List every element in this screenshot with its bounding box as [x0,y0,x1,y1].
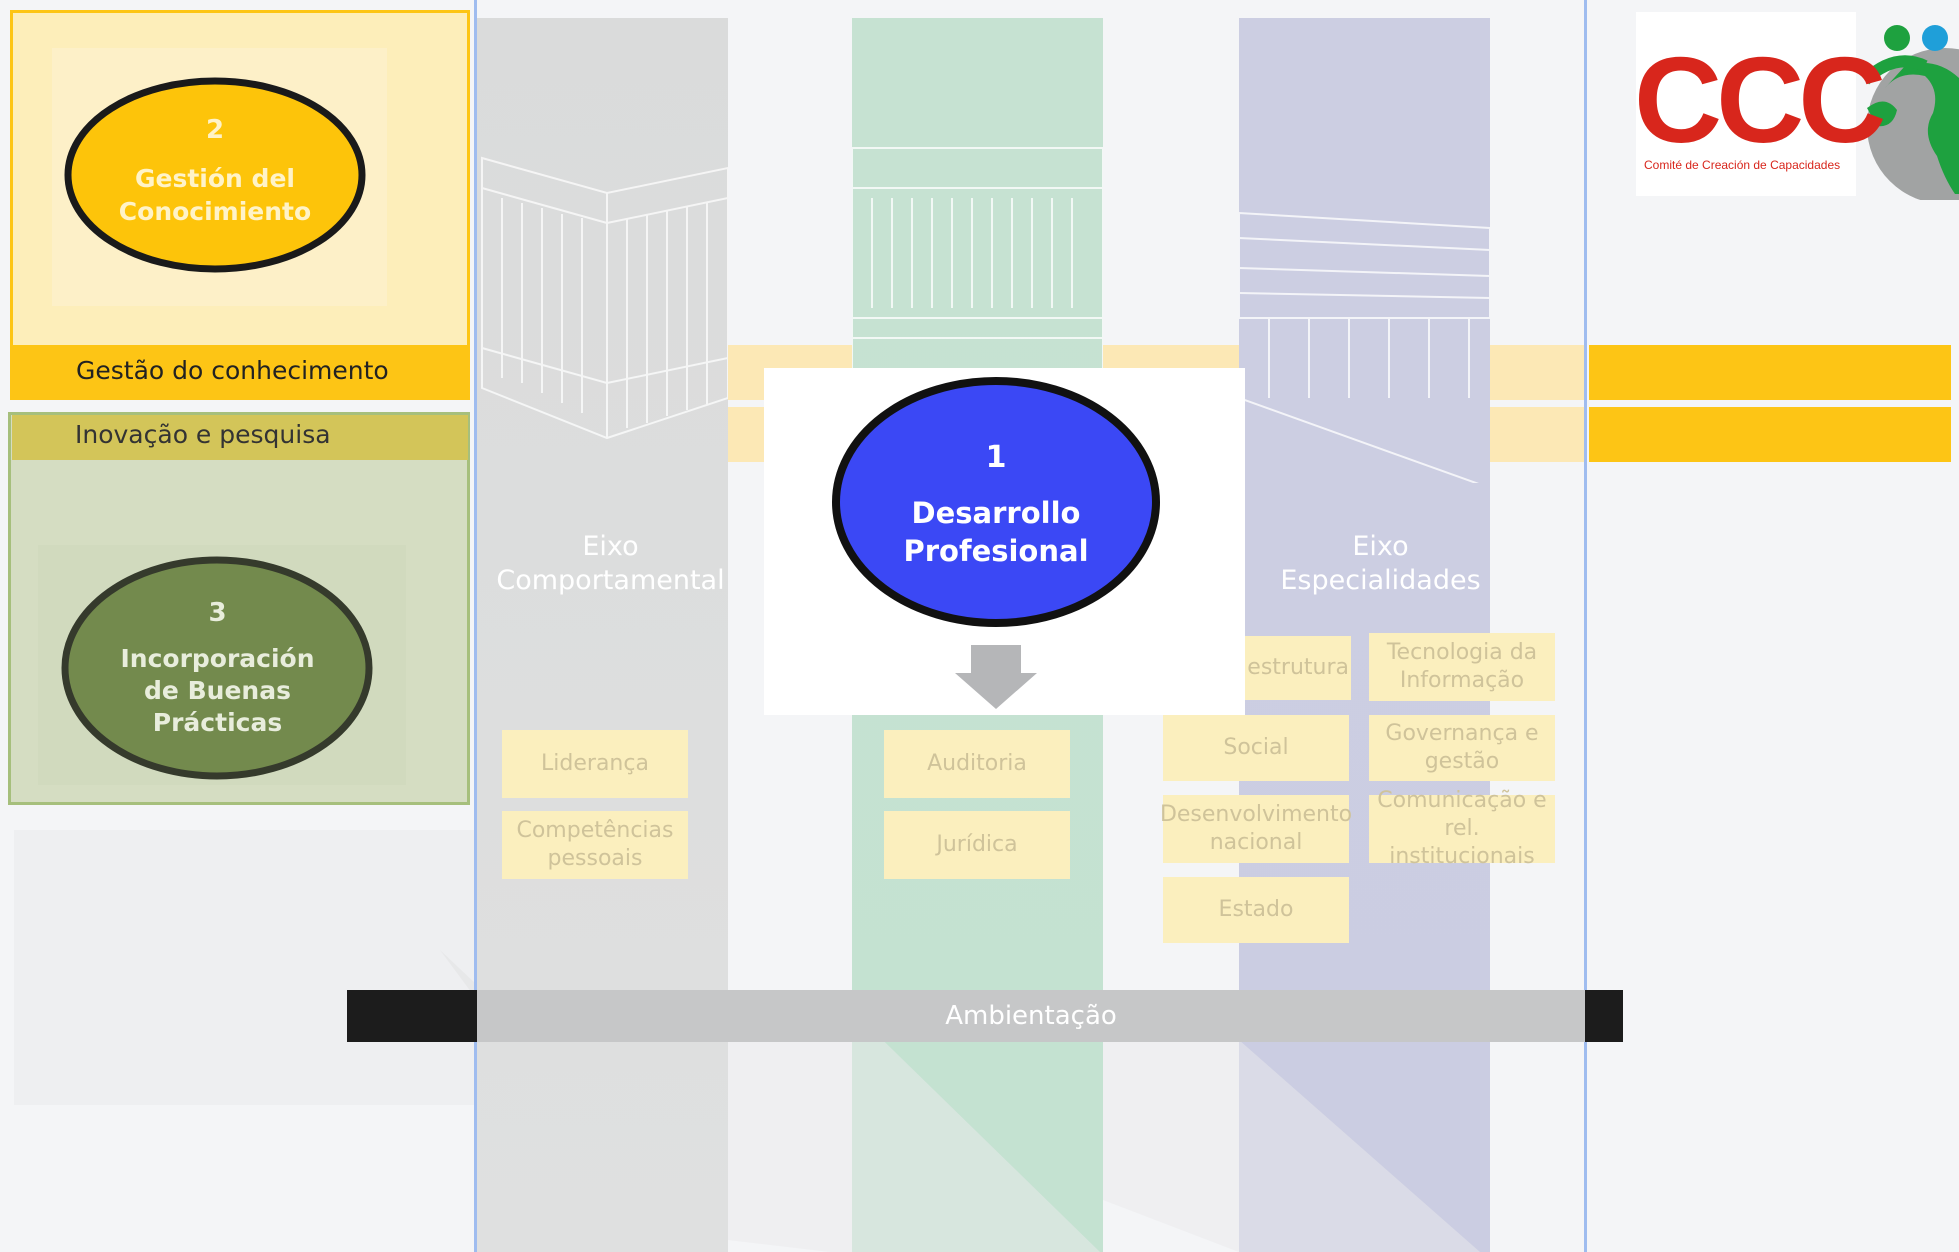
bottom-bar-label: Ambientação [945,1001,1117,1031]
tag-lideranca: Liderança [502,730,688,798]
inovacao-band [12,415,468,460]
building-sketch-right [1239,211,1490,483]
logo-subtitle: Comité de Creación de Capacidades [1644,158,1841,172]
ellipse-desarrollo-profesional [832,377,1160,627]
logo-container [1636,12,1856,196]
band-inovacao-label: Inovação e pesquisa [75,420,331,449]
building-sketch-left [481,156,728,440]
building-sketch-middle [852,147,1103,409]
ellipse-1-label: Desarrollo Profesional [903,496,1089,568]
down-arrow-icon [955,645,1037,709]
tag-juridica: Jurídica [884,811,1070,879]
ellipse-3-label: Incorporación de Buenas Prácticas [120,644,315,737]
tag-auditoria: Auditoria [884,730,1070,798]
axis-title-specialties: Eixo Especialidades [1280,531,1481,596]
tag-comunicacao: Comunicação e rel. institucionais [1369,788,1555,869]
axis-title-behavioral: Eixo Comportamental [496,531,725,596]
logo-letters: CCC [1634,32,1886,168]
tag-social: Social [1163,715,1349,781]
tag-tecnologia: Tecnologia da Informação [1369,633,1555,701]
bottom-bar-light [477,990,1585,1042]
gestao-band [10,345,470,400]
background-panel [14,830,477,1105]
logo-globe-icon [1860,25,1959,200]
tag-estado: Estado [1163,877,1349,943]
guide-line-right [1584,0,1587,1252]
ellipse-3-number: 3 [208,598,227,628]
ellipse-2-label: Gestión del Conocimiento [118,164,312,226]
tag-desenvolvimento: Desenvolvimento nacional [1160,795,1352,863]
tag-competencias: Competências pessoais [502,811,688,879]
tag-governanca: Governança e gestão [1369,715,1555,781]
band-gestao-right [1589,345,1951,400]
ellipse-2-number: 2 [205,115,225,145]
band-inovacao-right [1589,407,1951,462]
band-gestao-label: Gestão do conhecimento [76,356,389,385]
ellipse-buenas-practicas [61,556,373,780]
guide-line-left [474,0,477,1252]
ellipse-1-number: 1 [985,440,1007,475]
tag-infraestrutura: estrutura [1245,636,1351,700]
ellipse-gestion-conocimiento [64,77,366,273]
